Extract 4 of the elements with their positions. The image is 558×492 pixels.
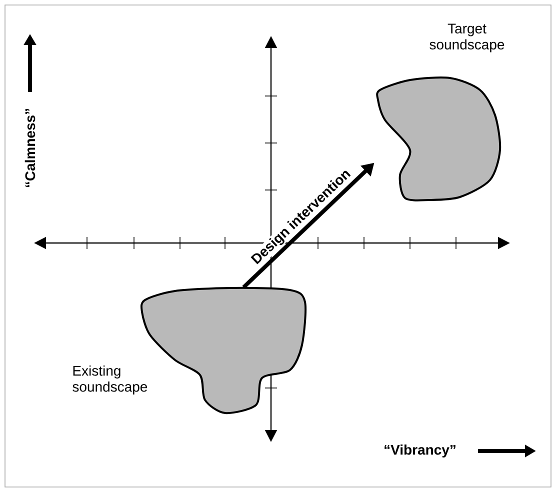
axis-title: “Calmness” bbox=[24, 108, 36, 188]
blob-label: Target soundscape bbox=[430, 24, 504, 52]
axis-title: “Vibrancy” bbox=[384, 444, 456, 458]
blob-label: Existing soundscape bbox=[72, 365, 148, 395]
